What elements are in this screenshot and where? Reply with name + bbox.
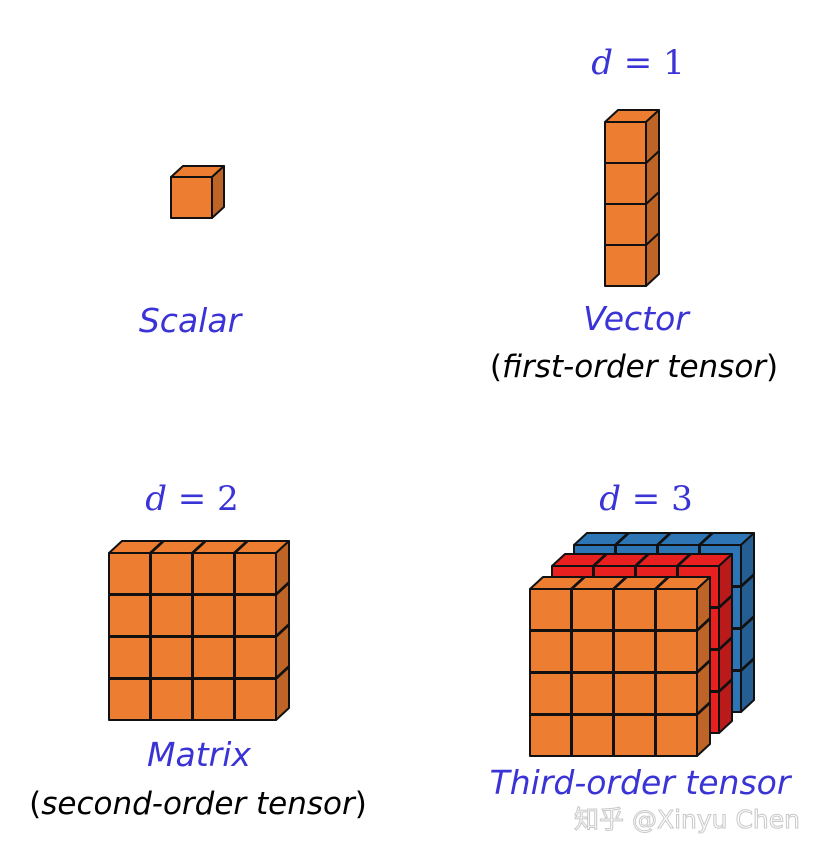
cube-front-face xyxy=(655,714,698,757)
cube-front-face xyxy=(571,714,614,757)
matrix-subtitle: (second-order tensor) xyxy=(29,786,367,822)
cube-front-face xyxy=(108,636,151,679)
cube-front-face xyxy=(150,678,193,721)
cube-front-face xyxy=(234,636,277,679)
cube-front-face xyxy=(604,244,647,287)
cube-front-face xyxy=(529,630,572,673)
cube-front-face xyxy=(655,630,698,673)
tensor-dimension: d = 3 xyxy=(599,479,693,519)
cube-front-face xyxy=(613,672,656,715)
cube-front-face xyxy=(613,714,656,757)
cube xyxy=(655,576,711,631)
cube-front-face xyxy=(170,176,213,219)
vector-subtitle: (first-order tensor) xyxy=(490,349,778,385)
cube-front-face xyxy=(571,630,614,673)
cube-front-face xyxy=(108,552,151,595)
cube-front-face xyxy=(604,203,647,246)
cube-front-face xyxy=(613,630,656,673)
cube-front-face xyxy=(192,594,235,637)
cube-front-face xyxy=(192,678,235,721)
cube-front-face xyxy=(234,678,277,721)
cube-front-face xyxy=(108,594,151,637)
cube-front-face xyxy=(529,714,572,757)
matrix-dimension: d = 2 xyxy=(145,479,239,519)
cube-front-face xyxy=(604,162,647,205)
cube-front-face xyxy=(571,588,614,631)
cube xyxy=(604,109,660,164)
vector-label: Vector xyxy=(583,299,691,338)
scalar-cube xyxy=(170,165,225,219)
cube-front-face xyxy=(529,672,572,715)
cube-front-face xyxy=(192,636,235,679)
tensor-layer xyxy=(529,576,711,757)
scalar-label: Scalar xyxy=(139,301,244,340)
cube-front-face xyxy=(604,121,647,164)
cube-front-face xyxy=(108,678,151,721)
cube-front-face xyxy=(192,552,235,595)
cube-front-face xyxy=(150,552,193,595)
cube-front-face xyxy=(150,636,193,679)
cube-front-face xyxy=(150,594,193,637)
third-order-tensor-cube-block xyxy=(529,532,755,757)
cube-front-face xyxy=(234,552,277,595)
matrix-label: Matrix xyxy=(147,735,251,774)
cube-front-face xyxy=(529,588,572,631)
cube-front-face xyxy=(613,588,656,631)
vector-cube-stack xyxy=(604,109,660,287)
watermark: 知乎 @Xinyu Chen xyxy=(574,805,800,834)
cube xyxy=(234,540,290,595)
cube xyxy=(170,165,225,219)
cube-front-face xyxy=(234,594,277,637)
vector-dimension: d = 1 xyxy=(591,43,685,83)
tensor-label: Third-order tensor xyxy=(490,763,793,802)
matrix-cube-grid xyxy=(108,540,290,721)
cube-front-face xyxy=(655,588,698,631)
cube-front-face xyxy=(655,672,698,715)
cube-front-face xyxy=(571,672,614,715)
